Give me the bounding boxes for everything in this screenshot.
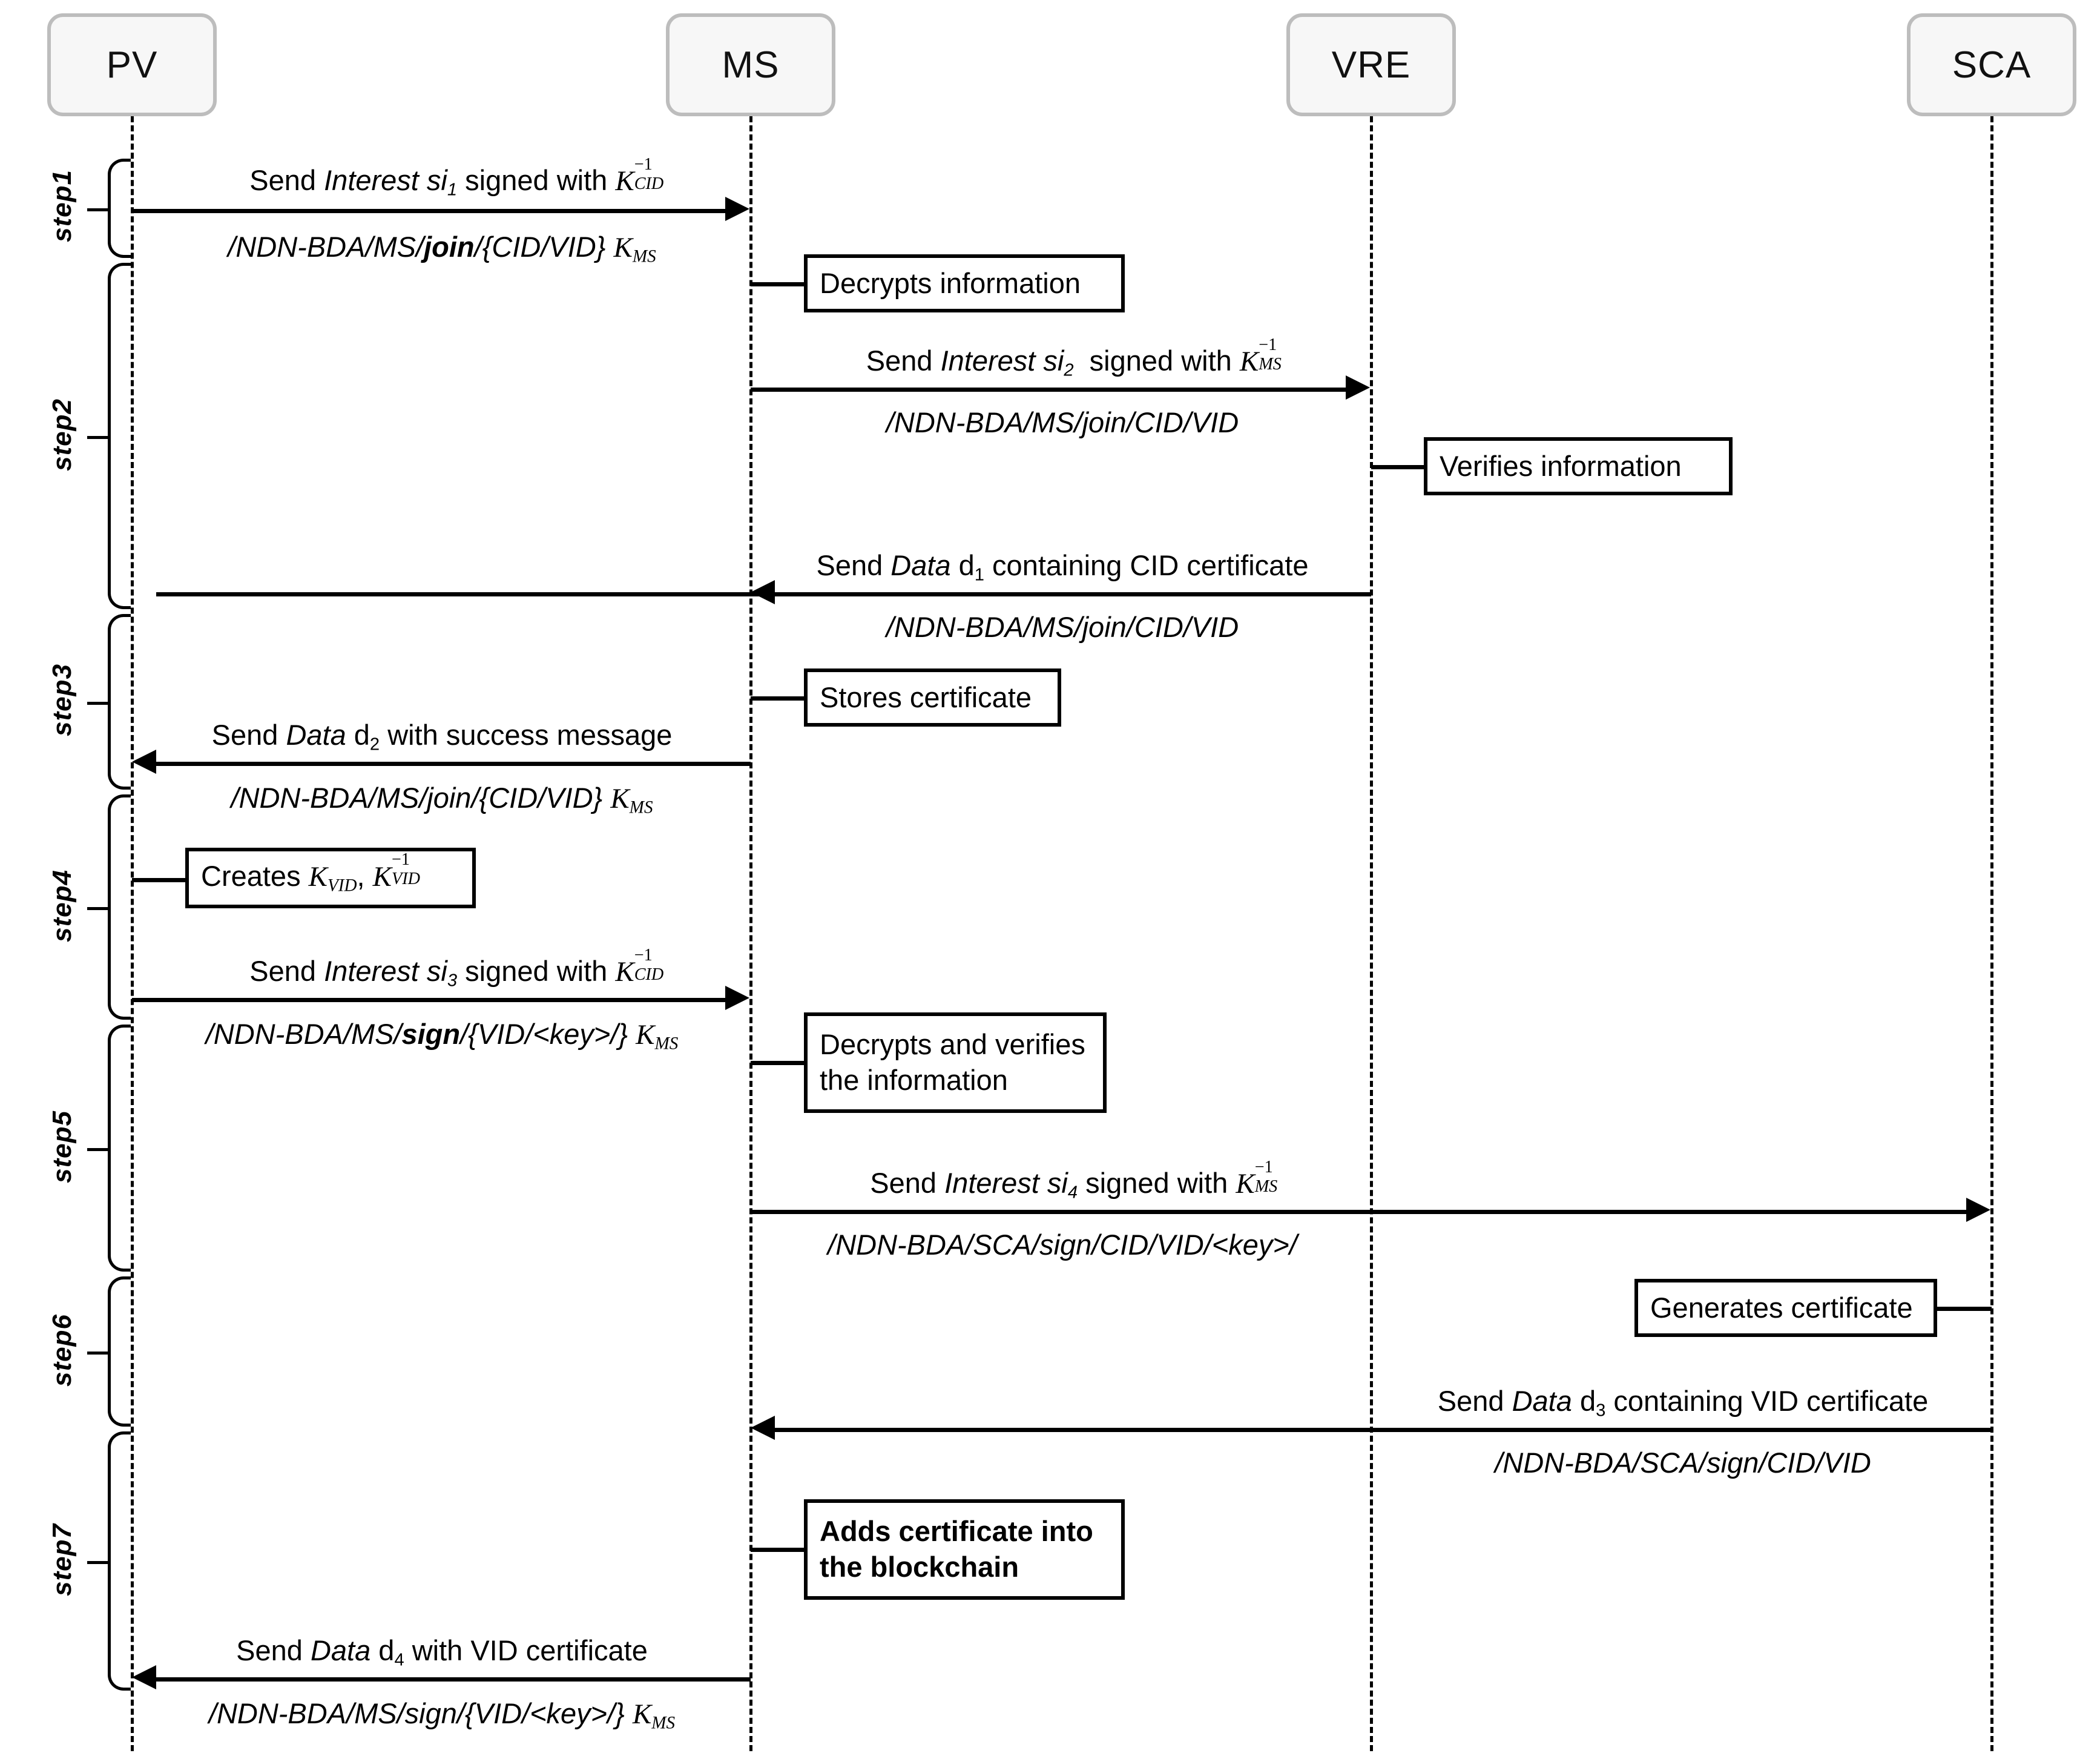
msg-d1-below: /NDN-BDA/MS/join/CID/VID <box>886 611 1239 643</box>
step-bracket-7 <box>108 1431 131 1691</box>
msg-si3-below: /NDN-BDA/MS/sign/{VID/<key>/} KMS <box>205 1018 679 1054</box>
actor-vre-label: VRE <box>1331 44 1411 86</box>
note-decrypts-information-stub <box>751 282 805 286</box>
msg-d2-above: Send Data d2 with success message <box>211 719 673 754</box>
step-bracket-5 <box>108 1025 131 1272</box>
note-decrypts-and-verifies-stub <box>751 1061 805 1065</box>
actor-sca-label: SCA <box>1952 44 2032 86</box>
note-verifies-information-stub <box>1371 465 1426 469</box>
actor-pv[interactable]: PV <box>47 13 217 116</box>
msg-d3-above: Send Data d3 containing VID certificate <box>1437 1385 1929 1421</box>
msg-si3-arrowhead <box>725 986 749 1010</box>
msg-si1-line <box>132 209 725 213</box>
note-generates-certificate[interactable]: Generates certificate <box>1634 1279 1937 1337</box>
step-label-3: step3 <box>47 664 77 736</box>
msg-si1-arrowhead <box>725 197 749 221</box>
step-label-4: step4 <box>47 870 77 942</box>
msg-d3-line <box>775 1428 1992 1432</box>
note-verifies-information[interactable]: Verifies information <box>1424 437 1733 495</box>
msg-d4-below: /NDN-BDA/MS/sign/{VID/<key>/} KMS <box>208 1697 676 1733</box>
note-generates-certificate-text: Generates certificate <box>1650 1291 1913 1324</box>
step-tick-5 <box>87 1148 108 1151</box>
note-stores-certificate-text: Stores certificate <box>820 681 1032 713</box>
step-tick-3 <box>87 702 108 705</box>
msg-d2-below: /NDN-BDA/MS/join/{CID/VID} KMS <box>231 782 653 817</box>
msg-si1-below: /NDN-BDA/MS/join/{CID/VID} KMS <box>228 231 656 266</box>
msg-d4-line <box>156 1677 751 1682</box>
note-decrypts-information-text: Decrypts information <box>820 266 1081 299</box>
msg-si2-line <box>751 388 1346 392</box>
step-label-1: step1 <box>47 170 77 242</box>
note-creates-keys-stub <box>132 878 186 882</box>
note-verifies-information-text: Verifies information <box>1440 449 1682 482</box>
lifeline-pv <box>131 116 134 1751</box>
step-bracket-6 <box>108 1276 131 1427</box>
step-label-5: step5 <box>47 1111 77 1183</box>
note-decrypts-information[interactable]: Decrypts information <box>804 254 1125 312</box>
note-stores-certificate[interactable]: Stores certificate <box>804 668 1061 727</box>
lifeline-ms <box>749 116 752 1751</box>
msg-si4-arrowhead <box>1966 1198 1990 1222</box>
actor-ms-label: MS <box>722 44 780 86</box>
step-label-7: step7 <box>47 1523 77 1596</box>
actor-sca[interactable]: SCA <box>1907 13 2076 116</box>
step-tick-2 <box>87 436 108 439</box>
note-stores-certificate-stub <box>751 696 805 701</box>
msg-d2-arrowhead <box>132 750 156 774</box>
msg-d3-arrowhead <box>751 1416 775 1440</box>
lifeline-vre <box>1370 116 1373 1751</box>
step-tick-1 <box>87 208 108 211</box>
msg-d4-arrowhead <box>132 1665 156 1689</box>
step-bracket-4 <box>108 794 131 1020</box>
lifeline-sca <box>1990 116 1993 1751</box>
actor-vre[interactable]: VRE <box>1286 13 1456 116</box>
msg-d1-above: Send Data d1 containing CID certificate <box>816 549 1309 585</box>
step-tick-4 <box>87 907 108 910</box>
step-bracket-3 <box>108 614 131 790</box>
note-generates-certificate-stub <box>1937 1307 1992 1311</box>
step-bracket-1 <box>108 159 131 258</box>
msg-si2-arrowhead <box>1346 375 1370 400</box>
msg-si3-line <box>132 998 725 1002</box>
step-bracket-2 <box>108 263 131 609</box>
step-tick-7 <box>87 1561 108 1564</box>
actor-ms[interactable]: MS <box>666 13 835 116</box>
step-label-2: step2 <box>47 398 77 471</box>
msg-si2-below: /NDN-BDA/MS/join/CID/VID <box>886 406 1239 438</box>
msg-d2-line <box>156 762 751 766</box>
actor-pv-label: PV <box>106 44 158 86</box>
step-label-6: step6 <box>47 1314 77 1387</box>
note-adds-certificate-blockchain-stub <box>751 1548 805 1552</box>
msg-si4-line <box>751 1210 1966 1214</box>
msg-d3-below: /NDN-BDA/SCA/sign/CID/VID <box>1495 1447 1871 1479</box>
msg-d1-arrowhead <box>751 580 775 604</box>
msg-d4-above: Send Data d4 with VID certificate <box>236 1634 648 1670</box>
step-tick-6 <box>87 1352 108 1355</box>
msg-si4-below: /NDN-BDA/SCA/sign/CID/VID/<key>/ <box>828 1229 1297 1261</box>
